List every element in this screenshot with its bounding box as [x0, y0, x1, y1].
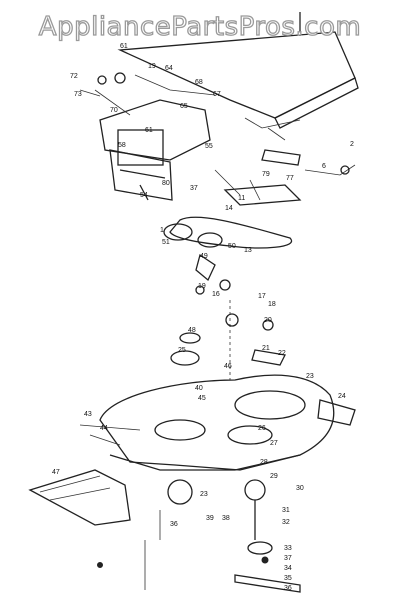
callout-70: 70 — [110, 107, 118, 114]
lift-linkage-assembly — [79, 72, 216, 201]
callout-23-b: 23 — [200, 491, 208, 498]
side-rod-bracket — [261, 127, 356, 176]
callout-27: 27 — [270, 440, 278, 447]
callout-19: 19 — [148, 63, 156, 70]
callout-21: 21 — [262, 345, 270, 352]
callout-35: 35 — [284, 575, 292, 582]
callout-33: 33 — [284, 545, 292, 552]
callout-34: 34 — [284, 565, 292, 572]
callout-6: 6 — [322, 163, 326, 170]
callout-61: 61 — [120, 43, 128, 50]
callout-24: 24 — [338, 393, 346, 400]
frame-plate — [117, 12, 359, 129]
callout-38: 38 — [222, 515, 230, 522]
callout-32: 32 — [282, 519, 290, 526]
callout-labels: 61 72 73 19 64 68 67 65 70 61 58 55 80 5… — [52, 43, 354, 592]
callout-45: 45 — [198, 395, 206, 402]
callout-54: 54 — [140, 192, 148, 199]
callout-30: 30 — [296, 485, 304, 492]
callout-16: 16 — [212, 291, 220, 298]
blade-assemblies — [97, 479, 301, 593]
callout-36: 36 — [170, 521, 178, 528]
callout-25: 25 — [178, 347, 186, 354]
discharge-chute — [28, 469, 131, 526]
belt-idler-assembly — [163, 169, 302, 295]
callout-37-b: 37 — [284, 555, 292, 562]
callout-1: 1 — [160, 227, 164, 234]
callout-80: 80 — [162, 180, 170, 187]
callout-36-b: 36 — [284, 585, 292, 592]
callout-29: 29 — [270, 473, 278, 480]
callout-49: 49 — [200, 253, 208, 260]
callout-64: 64 — [165, 65, 173, 72]
callout-13: 13 — [244, 247, 252, 254]
callout-79: 79 — [262, 171, 270, 178]
callout-67: 67 — [213, 91, 221, 98]
callout-19-b: 19 — [198, 283, 206, 290]
spindle-column — [170, 300, 286, 380]
callout-18: 18 — [268, 301, 276, 308]
callout-48: 48 — [188, 327, 196, 334]
callout-2: 2 — [350, 141, 354, 148]
callout-11: 11 — [238, 195, 245, 202]
callout-23: 23 — [306, 373, 314, 380]
callout-26: 26 — [258, 425, 266, 432]
callout-68: 68 — [195, 79, 203, 86]
callout-51: 51 — [162, 239, 170, 246]
callout-46: 46 — [224, 363, 232, 370]
callout-73: 73 — [74, 91, 82, 98]
callout-47: 47 — [52, 469, 60, 476]
callout-50: 50 — [228, 243, 236, 250]
callout-72: 72 — [70, 73, 78, 80]
callout-28: 28 — [260, 459, 268, 466]
callout-58: 58 — [118, 142, 126, 149]
mower-deck — [79, 374, 356, 471]
callout-77: 77 — [286, 175, 294, 182]
callout-31: 31 — [282, 507, 290, 514]
callout-37: 37 — [190, 185, 198, 192]
callout-22: 22 — [278, 350, 286, 357]
callout-55: 55 — [205, 143, 213, 150]
callout-40: 40 — [195, 385, 203, 392]
callout-44: 44 — [100, 425, 108, 432]
callout-43: 43 — [84, 411, 92, 418]
callout-20: 20 — [264, 317, 272, 324]
callout-61-b: 61 — [145, 127, 153, 134]
callout-39: 39 — [206, 515, 214, 522]
callout-14: 14 — [225, 205, 233, 212]
callout-65: 65 — [180, 103, 188, 110]
callout-17: 17 — [258, 293, 266, 300]
